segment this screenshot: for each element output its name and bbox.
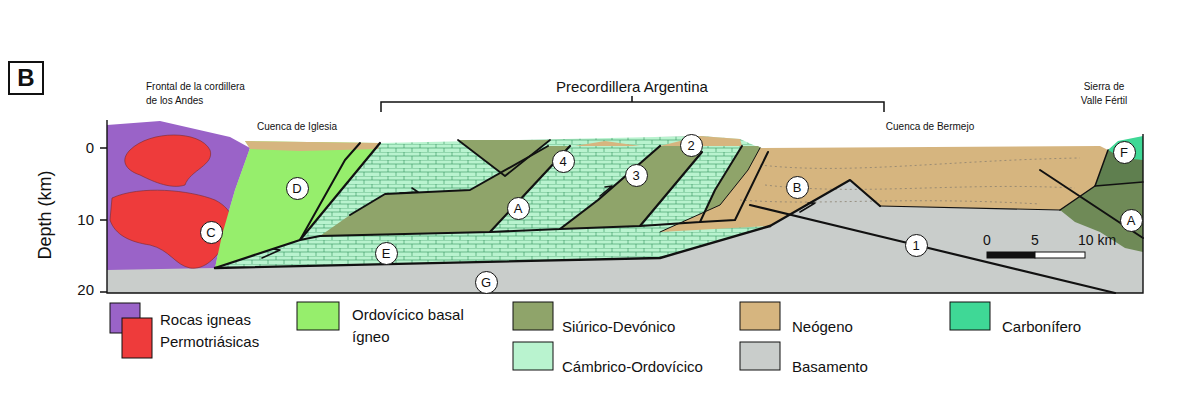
axis-tick-label: 0: [86, 139, 94, 156]
unit-callout-circle: E: [375, 242, 398, 265]
thrust-line: [215, 143, 380, 268]
thrust-line: [1040, 170, 1143, 238]
callout-text: 1: [912, 239, 919, 252]
unit-callout-circle: A: [507, 197, 530, 220]
legend-swatch: [740, 302, 780, 330]
bedding-line: [760, 158, 1080, 168]
scale-bar-segment: [1035, 252, 1085, 258]
callout-text: C: [206, 226, 215, 239]
legend-label: Cámbrico-Ordovícico: [562, 356, 703, 378]
legend-label: Ordovícico basal ígneo: [352, 304, 482, 348]
unit-callout-circle: G: [475, 271, 498, 294]
basin-name: Cuenca de Bermejo: [886, 121, 974, 133]
unit-callout-circle: 4: [552, 150, 575, 173]
intrusion-unit: [110, 190, 234, 268]
unit-callout-circle: 1: [905, 234, 928, 257]
unit-callout-circle: A: [1120, 209, 1143, 232]
contact-line: [1060, 150, 1108, 210]
legend-label: Rocas igneas Permotriásicas: [160, 309, 272, 353]
scale-bar-segment: [987, 252, 1035, 258]
legend-label: Siúrico-Devónico: [562, 316, 675, 338]
region-name: Precordillera Argentina: [556, 78, 708, 95]
unit-callout-circle: C: [200, 221, 223, 244]
syncline-line: [458, 140, 550, 176]
silurian-devonian-unit: [560, 146, 702, 229]
callout-text: B: [793, 181, 802, 194]
thrust-line: [300, 143, 360, 240]
unconformity-line: [660, 148, 760, 232]
callout-text: E: [382, 247, 391, 260]
unit-callout-circle: F: [1113, 141, 1136, 164]
axis-tick-label: 20: [77, 281, 94, 298]
unit-callout-circle: B: [786, 176, 809, 199]
unit-callout-circle: D: [286, 177, 309, 200]
intrusion-unit: [125, 135, 211, 186]
legend-swatch: [740, 342, 780, 370]
axis-tick-label: 10: [77, 211, 94, 228]
unit-callout-circle: 2: [680, 134, 703, 157]
callout-text: A: [1127, 214, 1136, 227]
callout-text: 3: [632, 169, 639, 182]
legend-label: Carbonífero: [1002, 316, 1081, 338]
unconformity-line: [880, 206, 1060, 210]
geology: [107, 121, 1143, 293]
callout-text: A: [514, 202, 523, 215]
legend-swatch: [513, 302, 553, 330]
legend-swatch: [513, 342, 553, 370]
scale-label: 0: [983, 232, 991, 248]
bedding-line: [765, 185, 1075, 189]
region-bracket: [381, 96, 884, 112]
unit-callout-circle: 3: [625, 164, 648, 187]
legend-label: Neógeno: [792, 316, 853, 338]
bedding-line: [740, 200, 1040, 204]
legend-swatch: [950, 302, 990, 330]
legend-swatch: [297, 302, 339, 330]
neogene-unit: [660, 146, 1108, 232]
slip-arrow: [262, 249, 280, 258]
region-name: Frontal de la cordillera de los Andes: [146, 80, 252, 108]
callout-text: F: [1120, 146, 1128, 159]
region-name: Sierra de Valle Fértil: [1072, 80, 1136, 108]
panel-letter-box: B: [8, 61, 44, 95]
section-frame: [107, 120, 1143, 293]
slip-arrow: [400, 188, 418, 193]
thrust-line: [300, 146, 570, 240]
thrust-line: [490, 146, 660, 232]
slip-arrow: [600, 186, 612, 196]
thrust-line: [350, 146, 548, 215]
silurian-devonian-unit: [320, 146, 570, 236]
contact-line: [1095, 182, 1143, 186]
slip-arrow: [800, 203, 815, 212]
thrust-line: [640, 146, 742, 226]
axis-tick: [100, 148, 107, 292]
callout-text: D: [292, 182, 301, 195]
faults: [215, 140, 1143, 293]
neogene-unit: [575, 141, 640, 146]
frame: [100, 96, 1143, 293]
thrust-line: [750, 205, 1115, 293]
legend-label: Basamento: [792, 356, 868, 378]
legend-swatch-overlay: [122, 318, 152, 358]
scale-label: 10 km: [1078, 232, 1116, 248]
callout-text: 4: [559, 155, 566, 168]
callout-text: B: [17, 66, 34, 90]
thrust-line: [560, 152, 702, 229]
axis-title: Depth (km): [35, 170, 56, 259]
scale-bar: [987, 252, 1085, 258]
callout-text: 2: [687, 139, 694, 152]
basin-name: Cuenca de Iglesia: [257, 121, 337, 133]
scale-label: 5: [1031, 232, 1039, 248]
callout-text: G: [481, 276, 491, 289]
